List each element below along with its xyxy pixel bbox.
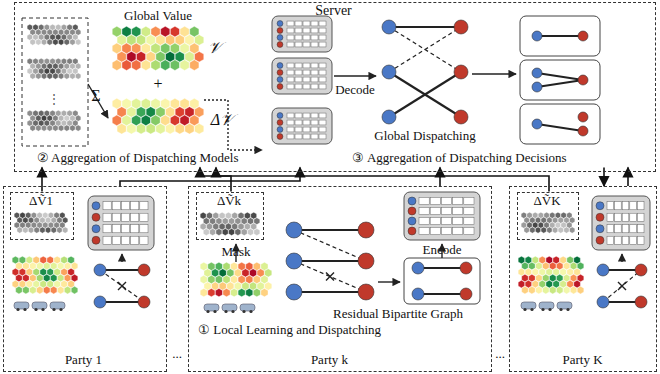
flow-arrow: [472, 73, 516, 74]
bipartite-graph: [532, 68, 588, 92]
flow-arrow: [378, 281, 400, 282]
car-icon: [32, 302, 47, 309]
party-panel: ① Local Learning and DispatchingParty k Δ…: [188, 186, 492, 372]
step-label: Encode: [423, 242, 462, 257]
dispatch-result-box: [520, 104, 600, 144]
value-heatmap: [112, 26, 204, 70]
step-label: Global Dispatching: [374, 128, 475, 143]
car-icon: [222, 304, 237, 311]
grey-heatmap: [14, 212, 68, 233]
step-label: Decode: [335, 82, 375, 97]
value-heatmap: [200, 262, 272, 297]
ellipsis-glyph: ⋮: [48, 92, 60, 106]
car-icon: [240, 304, 255, 311]
section-caption: ③ Aggregation of Dispatching Decisions: [352, 150, 566, 165]
encoded-matrix: [272, 58, 332, 94]
math-symbol: Σ: [91, 88, 100, 103]
car-icon: [521, 302, 536, 309]
encoded-matrix: [88, 196, 154, 250]
math-symbol: 𝒱: [208, 40, 221, 55]
model-aggregation-region: ② Aggregation of Dispatching Models: [18, 8, 258, 168]
car-icon: [14, 302, 29, 309]
model-stack-box: [22, 18, 88, 146]
ellipsis: ...: [495, 346, 505, 361]
bipartite-graph: [382, 20, 468, 124]
panel-title: Server: [315, 3, 352, 18]
grey-heatmap: [27, 24, 81, 45]
party-name: Party K: [562, 352, 602, 367]
flow-connector: [627, 168, 629, 187]
bipartite-graph: [412, 262, 472, 300]
step-label: Residual Bipartite Graph: [333, 306, 463, 321]
grey-heatmap: [200, 212, 260, 235]
math-symbol: Δ𝒱: [211, 112, 233, 127]
section-caption: ① Local Learning and Dispatching: [198, 322, 381, 337]
grey-heatmap: [27, 110, 81, 131]
grey-heatmap: [521, 212, 575, 233]
server-panel: Server ② Aggregation of Dispatching Model…: [14, 2, 656, 172]
flow-connector: [120, 168, 300, 187]
section-caption: ΔṼ1: [29, 193, 53, 208]
section-caption: ② Aggregation of Dispatching Models: [37, 150, 239, 165]
value-heatmap: [112, 98, 204, 134]
flow-arrow: [204, 100, 262, 150]
delta-value-box: ΔṼK: [517, 192, 579, 240]
encoded-matrix: [272, 108, 332, 144]
delta-value-box: ΔṼk: [196, 192, 264, 240]
flow-connector: [603, 168, 605, 187]
decision-aggregation-region: ③ Aggregation of Dispatching Decisions: [262, 8, 652, 168]
value-heatmap: [12, 256, 78, 294]
bipartite-graph: [532, 31, 588, 41]
dispatch-result-box: [520, 16, 600, 56]
encoded-matrix: [404, 192, 480, 240]
car-icon: [557, 302, 572, 309]
flow-arrow: [621, 254, 622, 262]
value-heatmap: [518, 256, 584, 294]
party-panel: Party 1 ΔṼ1: [3, 186, 167, 372]
map-caption: Global Value: [124, 8, 192, 23]
car-icon: [204, 304, 219, 311]
math-symbol: +: [153, 76, 162, 91]
car-icon: [539, 302, 554, 309]
flow-arrow: [334, 75, 376, 76]
party-name: Party 1: [65, 352, 102, 367]
bipartite-graph: [597, 264, 647, 308]
flow-arrow: [121, 254, 122, 262]
residual-graph-box: [404, 258, 480, 304]
bipartite-graph: [286, 222, 374, 300]
party-name: Party k: [311, 352, 348, 367]
section-caption: ΔṼK: [533, 193, 560, 208]
encoded-matrix: [592, 196, 650, 250]
party-panel: Party K ΔṼK: [509, 186, 657, 372]
car-icon: [50, 302, 65, 309]
flow-connector: [439, 168, 441, 187]
flow-arrow: [88, 84, 108, 118]
grey-heatmap: [27, 58, 81, 79]
dispatch-result-box: [520, 60, 600, 100]
section-caption: ΔṼk: [217, 193, 241, 208]
step-label: Mask: [222, 244, 251, 259]
bipartite-graph: [94, 264, 150, 308]
ellipsis: ...: [172, 346, 182, 361]
encoded-matrix: [272, 16, 332, 52]
bipartite-graph: [532, 112, 588, 136]
delta-value-box: ΔṼ1: [10, 192, 74, 240]
